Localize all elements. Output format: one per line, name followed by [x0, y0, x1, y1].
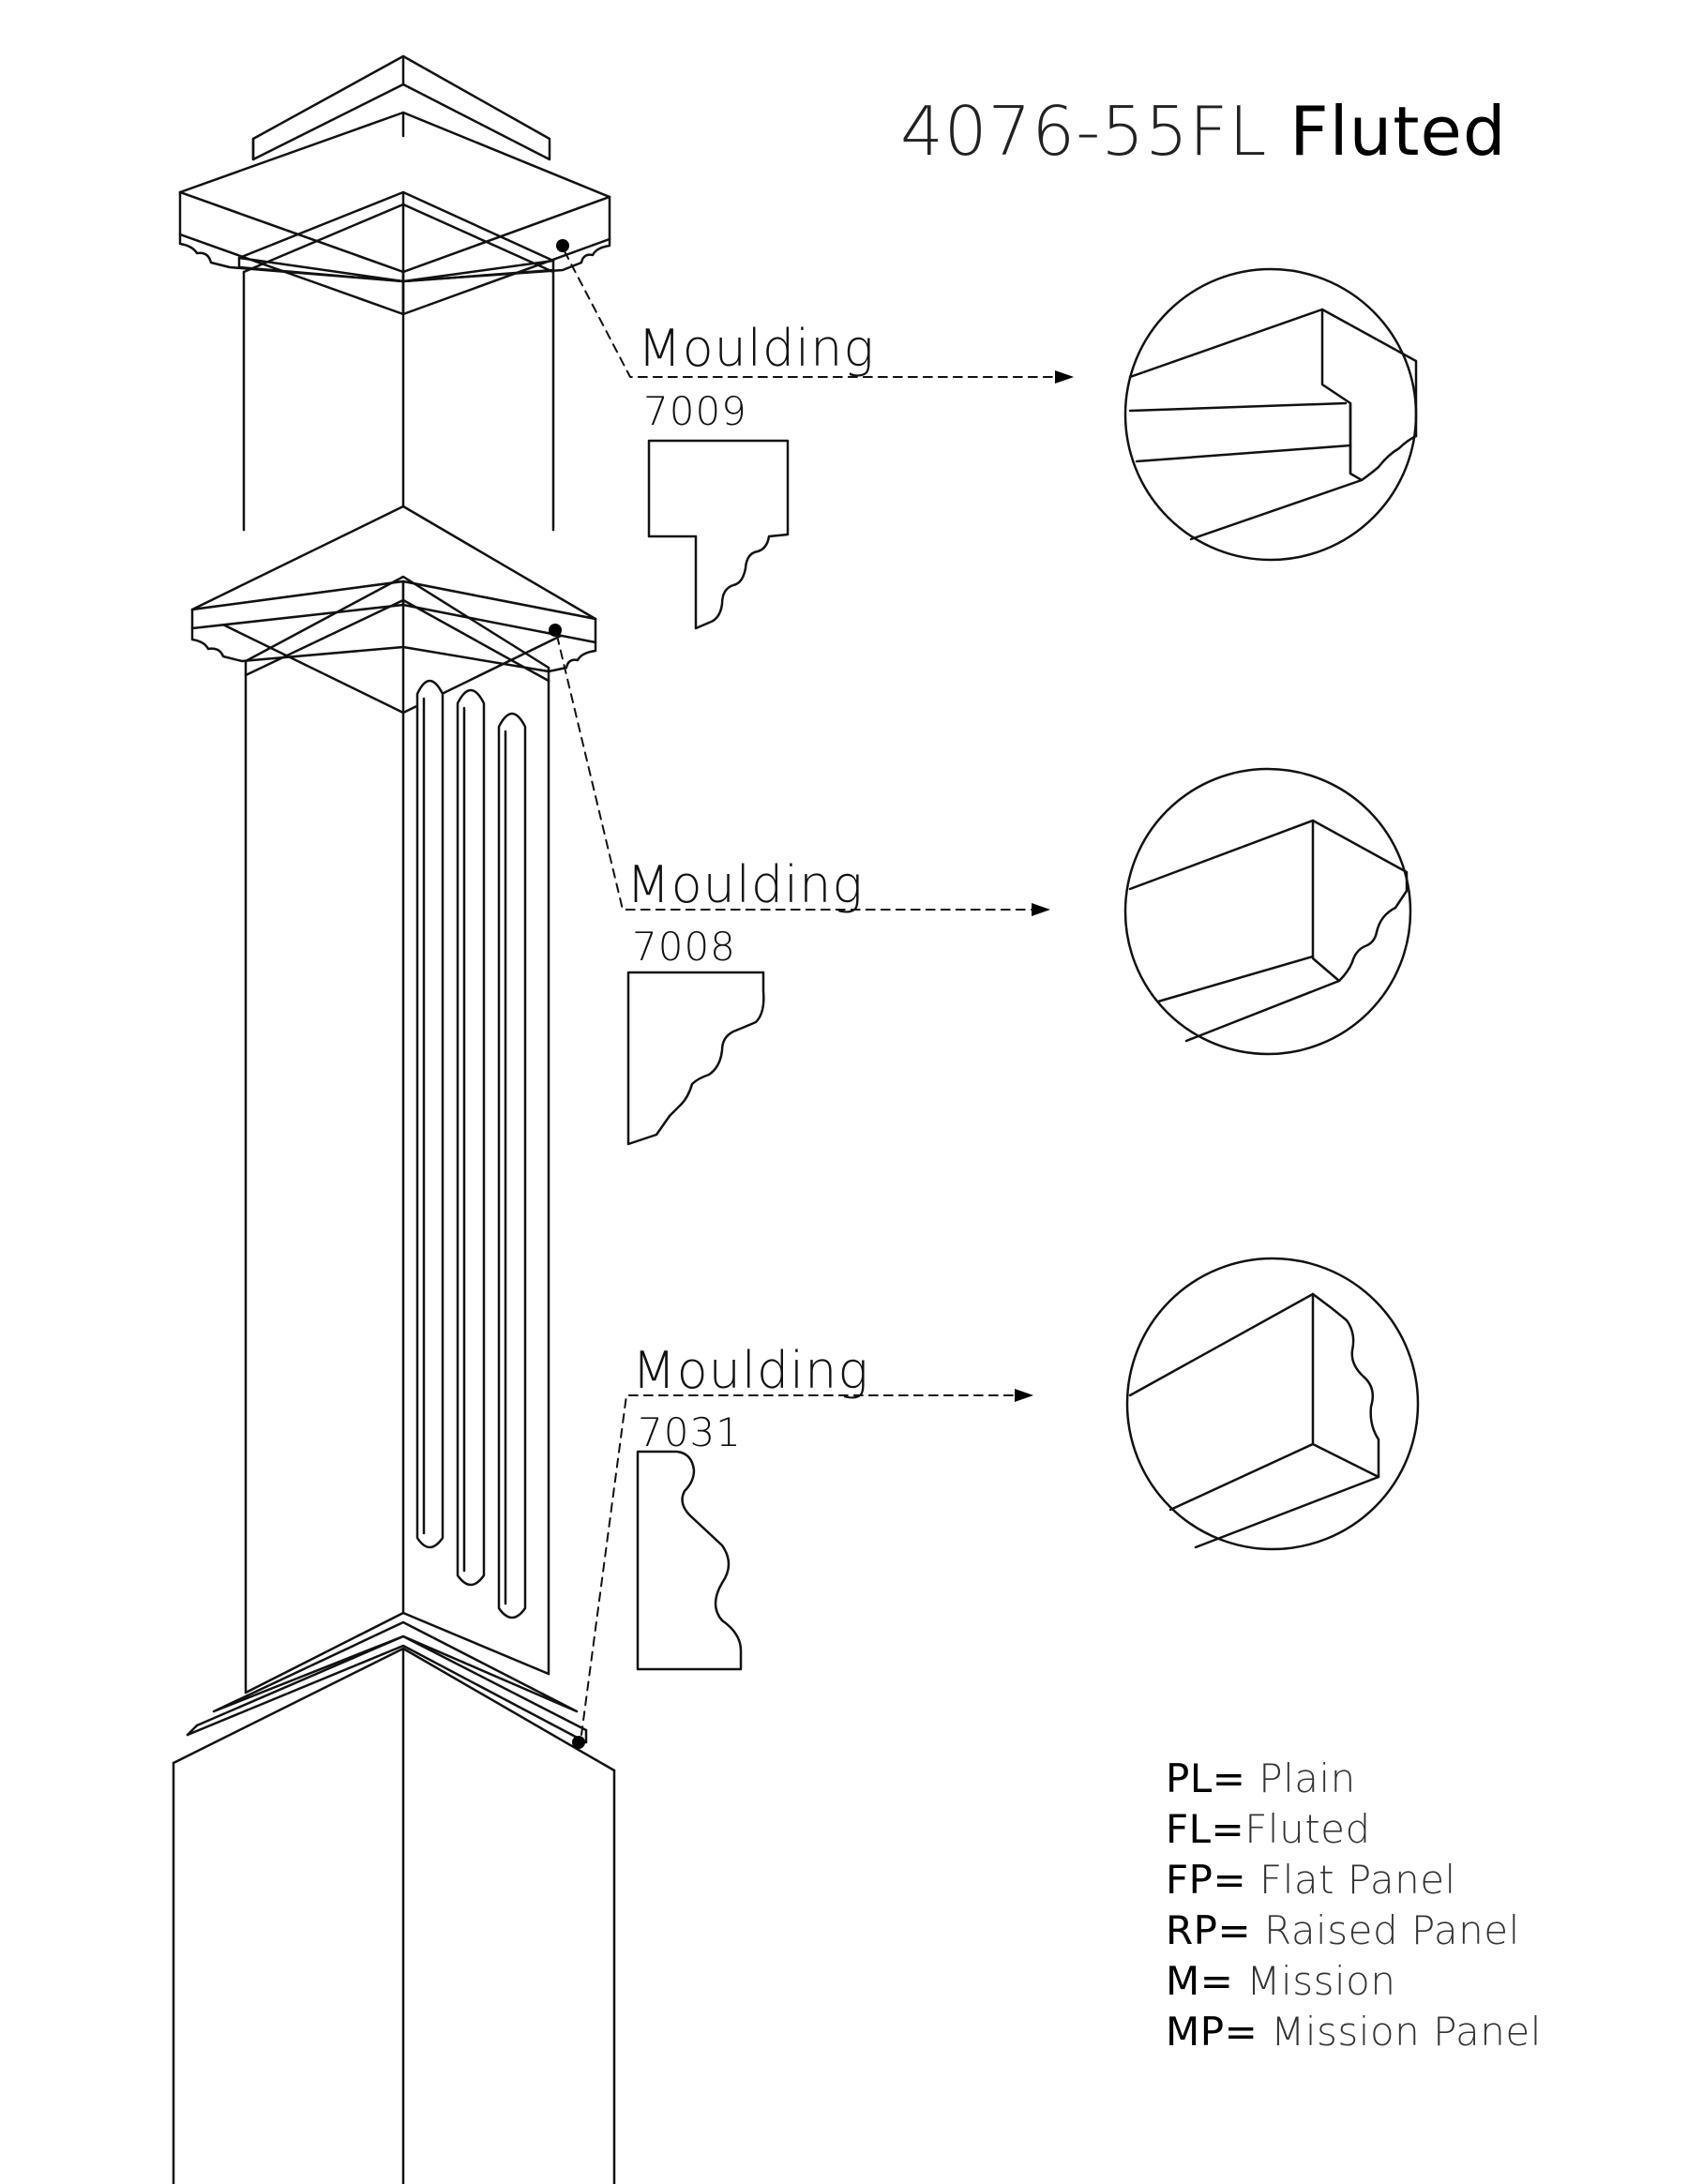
- flutes: [415, 679, 527, 1619]
- arrow-head-icon: [1055, 370, 1074, 384]
- leader-line-7008: [556, 635, 1032, 911]
- detail-circle-7031: [1125, 1257, 1420, 1551]
- legend-item: FL=Fluted: [1166, 1804, 1653, 1855]
- legend-abbr: PL=: [1166, 1755, 1246, 1801]
- moulding-label: Moulding: [626, 855, 864, 914]
- column-upper-shaft: [242, 190, 555, 532]
- model-style: Fluted: [1289, 92, 1507, 171]
- legend-abbr: RP=: [1166, 1907, 1252, 1953]
- legend-item: RP= Raised Panel: [1166, 1905, 1653, 1956]
- legend-desc: Fluted: [1244, 1806, 1371, 1852]
- model-code: 4076-55FL: [900, 92, 1268, 171]
- callout-dot-7031: [572, 1736, 585, 1749]
- column-lower-box: [172, 1647, 616, 2184]
- callout-dot-7008: [549, 624, 562, 637]
- column-fluted-shaft: [244, 598, 550, 1694]
- leader-line-7009: [564, 250, 1056, 378]
- legend-abbr: FL=: [1166, 1806, 1245, 1852]
- leader-line-7031: [580, 1394, 1016, 1736]
- detail-circle-7009: [1123, 267, 1418, 562]
- arrow-head-icon: [1015, 1389, 1033, 1402]
- legend-desc: Raised Panel: [1251, 1907, 1520, 1953]
- moulding-number: 7008: [632, 924, 736, 970]
- callout-dot-7009: [556, 239, 569, 252]
- legend-item: PL= Plain: [1166, 1754, 1653, 1804]
- legend-item: FP= Flat Panel: [1166, 1855, 1653, 1905]
- legend-desc: Flat Panel: [1246, 1857, 1456, 1903]
- legend-abbr: M=: [1166, 1958, 1234, 2004]
- legend-desc: Plain: [1245, 1755, 1356, 1801]
- column-middle-cap: [190, 505, 597, 715]
- profile-7031: [636, 1450, 743, 1671]
- legend-desc: Mission: [1233, 1958, 1396, 2004]
- detail-circle-7008: [1123, 767, 1412, 1056]
- moulding-number: 7031: [638, 1409, 742, 1455]
- legend-item: MP= Mission Panel: [1166, 2007, 1653, 2057]
- profile-7008: [626, 971, 765, 1146]
- legend-abbr: MP=: [1166, 2009, 1258, 2055]
- legend-abbr: FP=: [1166, 1857, 1247, 1903]
- moulding-label: Moulding: [632, 1341, 869, 1400]
- column-top-cap: [178, 54, 611, 316]
- moulding-number: 7009: [643, 388, 747, 434]
- diagram-title: 4076-55FL Fluted: [900, 92, 1507, 171]
- style-legend: PL= Plain FL=Fluted FP= Flat Panel RP= R…: [1166, 1754, 1653, 2057]
- column-base-moulding: [186, 1611, 588, 1744]
- legend-desc: Mission Panel: [1258, 2009, 1542, 2055]
- arrow-head-icon: [1032, 903, 1050, 916]
- moulding-label: Moulding: [638, 319, 875, 378]
- legend-item: M= Mission: [1166, 1956, 1653, 2007]
- profile-7009: [647, 439, 790, 630]
